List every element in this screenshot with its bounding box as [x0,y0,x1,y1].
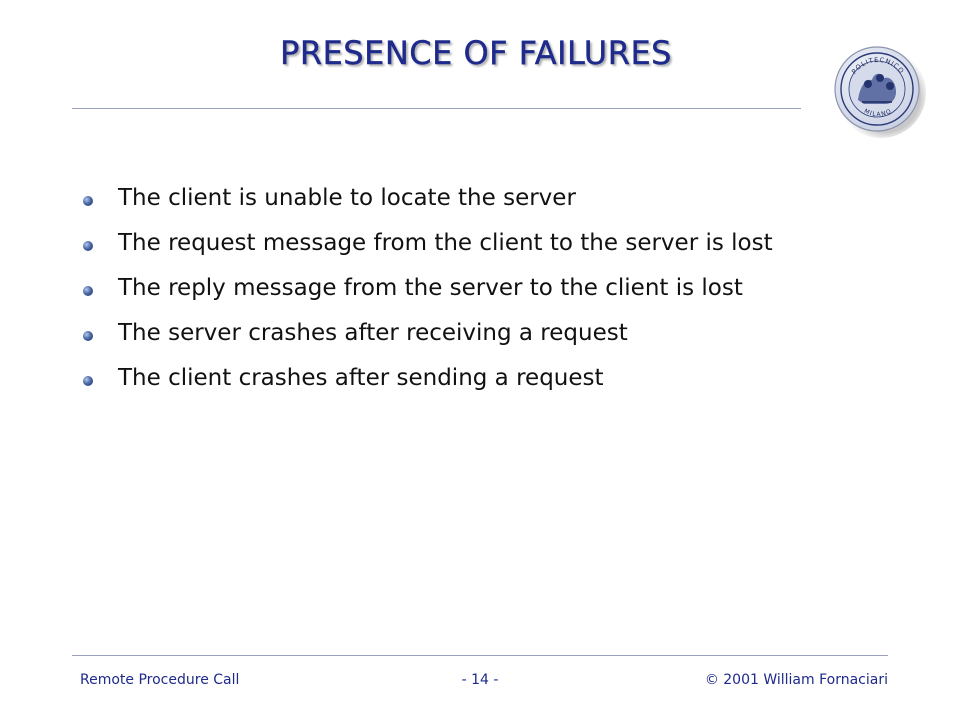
slide-title: PRESENCE OF FAILURES [280,34,672,72]
svg-text:MILANO: MILANO [863,108,893,119]
list-item: The request message from the client to t… [80,227,880,260]
bullet-text: The client crashes after sending a reque… [118,365,604,391]
list-item: The reply message from the server to the… [80,272,880,305]
bullet-icon [83,196,93,206]
footer-copyright: © 2001 William Fornaciari [704,672,888,688]
bullet-text: The server crashes after receiving a req… [118,320,628,346]
bullet-icon [83,376,93,386]
university-seal-icon: POLITECNICO MILANO [834,46,926,138]
footer-divider [72,655,888,656]
footer-page-number: - 14 - [461,672,499,688]
bullet-text: The reply message from the server to the… [118,275,743,301]
list-item: The server crashes after receiving a req… [80,317,880,350]
bullet-icon [83,286,93,296]
seal-text-bottom: MILANO [863,108,892,119]
bullet-icon [83,241,93,251]
list-item: The client crashes after sending a reque… [80,362,880,395]
bullet-list: The client is unable to locate the serve… [80,182,880,407]
title-divider [72,108,801,109]
footer-course-title: Remote Procedure Call [80,672,240,688]
list-item: The client is unable to locate the serve… [80,182,880,215]
bullet-text: The request message from the client to t… [118,230,773,256]
bullet-icon [83,331,93,341]
bullet-text: The client is unable to locate the serve… [118,185,576,211]
